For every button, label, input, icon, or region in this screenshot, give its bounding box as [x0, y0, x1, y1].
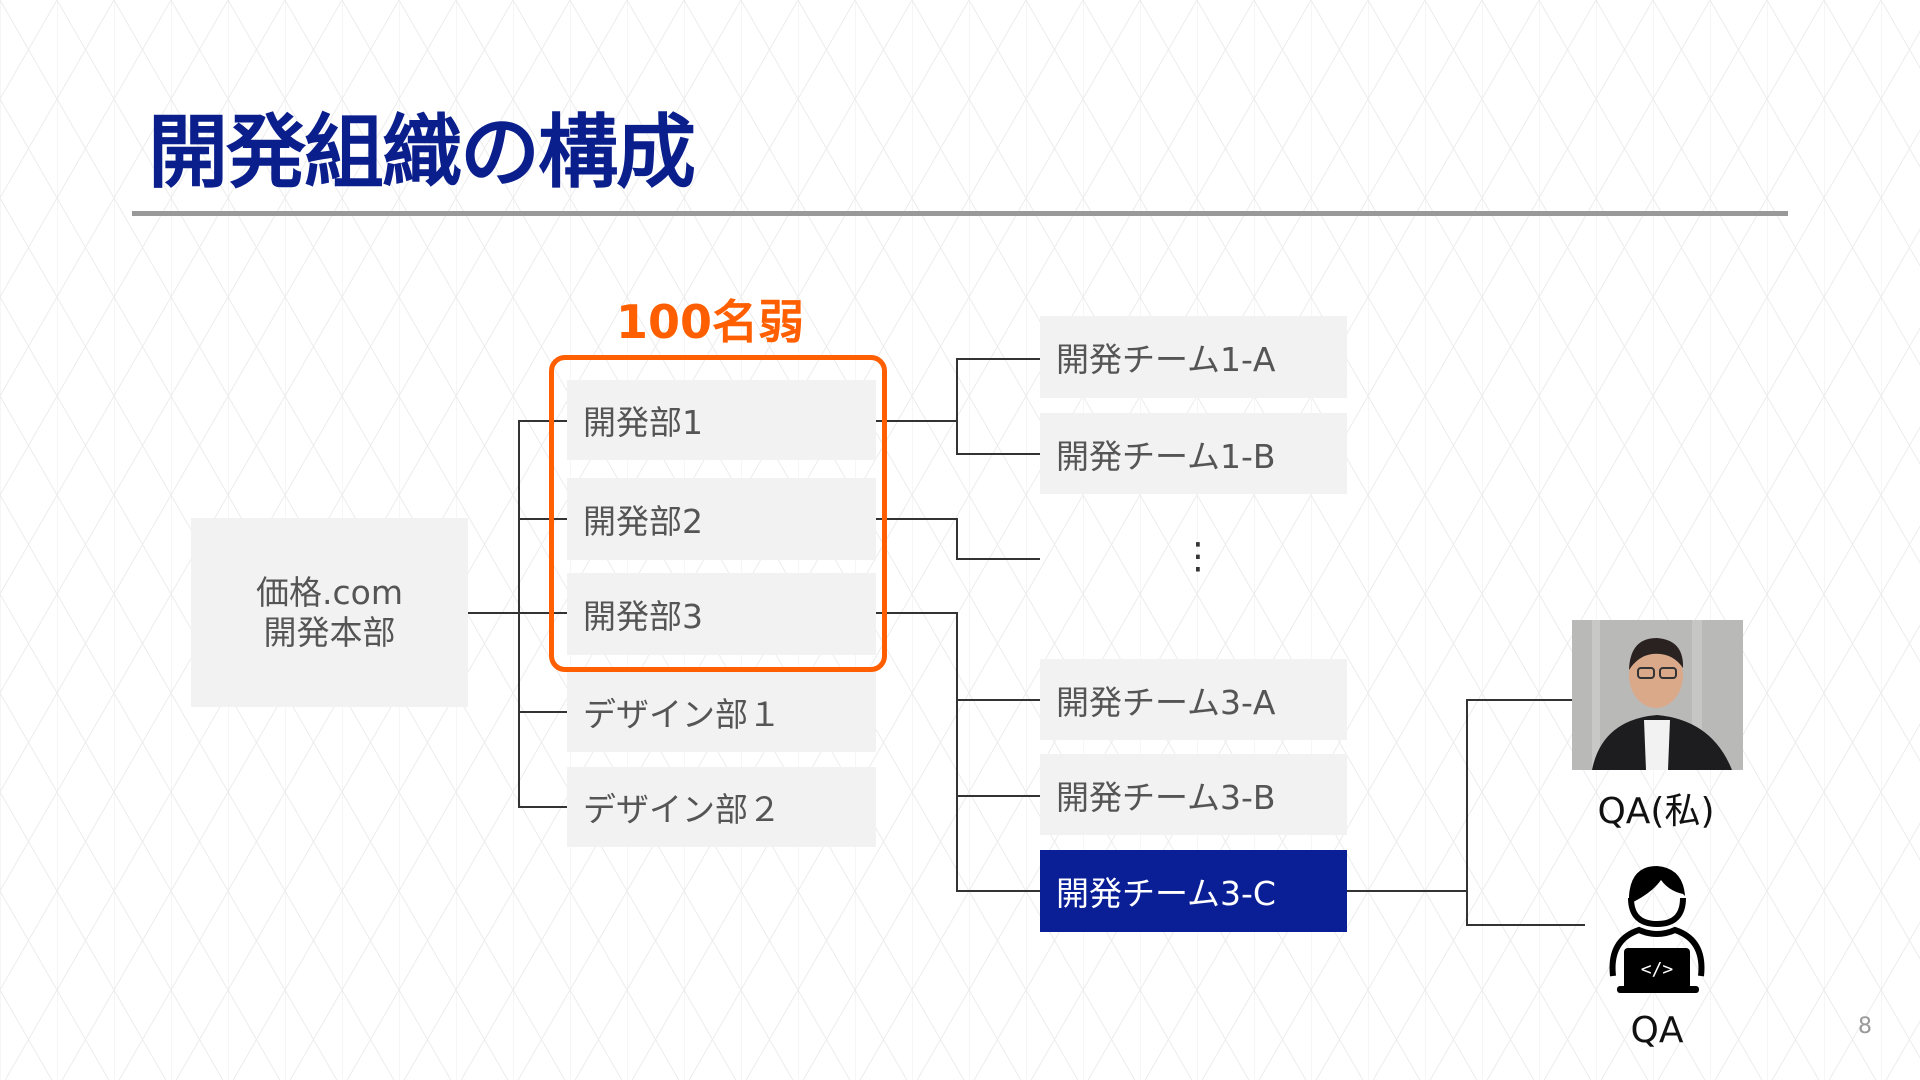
page-title: 開発組織の構成: [148, 106, 696, 199]
member-label-qa: QA: [1630, 1010, 1684, 1051]
team-box: 開発チーム1-A: [1040, 316, 1347, 398]
developer-person-icon: </>: [1609, 866, 1705, 993]
ellipsis: ⋮: [1180, 536, 1216, 577]
title-divider: [132, 211, 1788, 216]
headcount-highlight-frame: [549, 355, 887, 672]
design-dept-box: デザイン部１: [567, 671, 876, 752]
team-box-selected: 開発チーム3-C: [1040, 850, 1347, 932]
team-box: 開発チーム3-A: [1040, 659, 1347, 740]
headcount-label: 100名弱: [616, 295, 805, 349]
dept-box: 開発部2: [567, 478, 876, 560]
root-line1: 価格.com: [256, 572, 403, 612]
page-number: 8: [1858, 1014, 1872, 1039]
team-box: 開発チーム3-B: [1040, 754, 1347, 835]
svg-text:</>: </>: [1641, 959, 1674, 980]
team-box: 開発チーム1-B: [1040, 413, 1347, 494]
design-dept-box: デザイン部２: [567, 767, 876, 847]
member-photo: [1572, 620, 1743, 770]
root-line2: 開発本部: [263, 612, 396, 652]
dept-box: 開発部3: [567, 573, 876, 655]
member-label-me: QA(私): [1597, 791, 1715, 832]
dept-box: 開発部1: [567, 380, 876, 460]
